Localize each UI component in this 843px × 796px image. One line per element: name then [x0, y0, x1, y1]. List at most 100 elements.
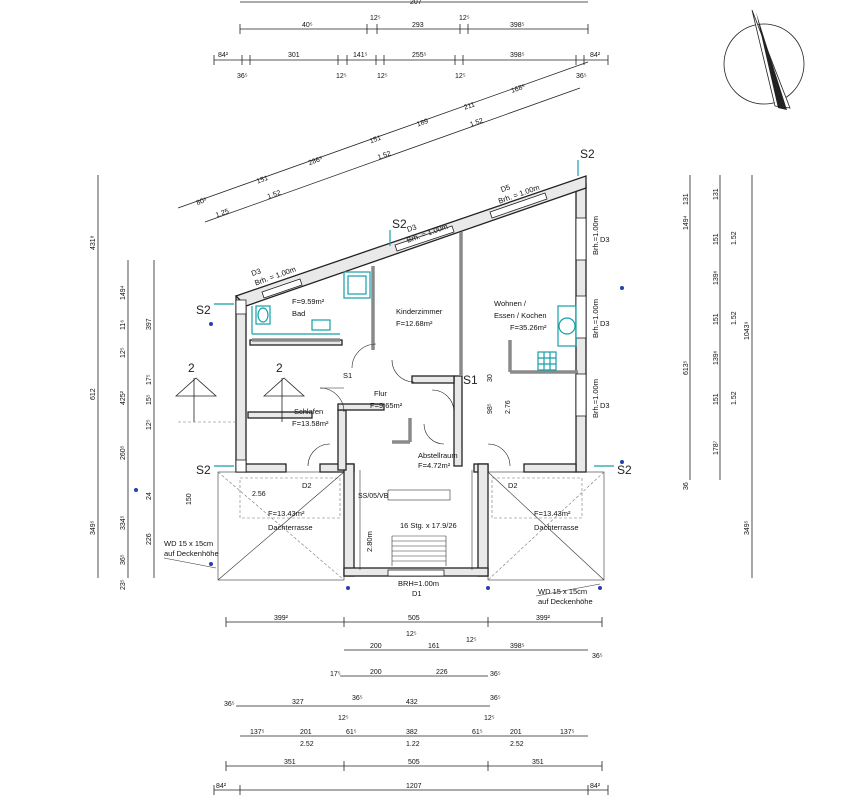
- window-code: D2: [302, 481, 312, 490]
- plumbing-markers: [134, 286, 624, 590]
- dim-text: 1.52: [469, 117, 484, 128]
- dim-text: 84²: [218, 52, 229, 59]
- dim-text: 432: [406, 699, 418, 706]
- dim-text: 260⁵: [120, 445, 127, 460]
- dim-text: 1.22: [406, 741, 420, 748]
- dim-text: 23⁵: [120, 579, 127, 590]
- dim-text: 12⁵: [338, 715, 349, 722]
- dim-text: 30: [487, 374, 494, 382]
- room-name: Bad: [292, 309, 305, 318]
- window-code: D3: [600, 235, 610, 244]
- room-area: F=13.43m²: [268, 509, 305, 518]
- dim-text: 1207: [406, 783, 422, 790]
- dim-text: 189: [416, 118, 429, 129]
- dim-text: 36⁵: [352, 695, 363, 702]
- room-area: F=12.68m²: [396, 319, 433, 328]
- dim-text: 61⁵: [472, 729, 483, 736]
- dim-text: 84²: [590, 52, 601, 59]
- room-area: F=4.72m²: [418, 461, 451, 470]
- window-code: D5: [499, 182, 511, 194]
- diagonal-dimensions: 80⁵ 151 286⁵ 151 189 211 168⁵ 1.25 1.52 …: [177, 61, 589, 223]
- dim-text: 201: [300, 729, 312, 736]
- dim-text: 351: [532, 759, 544, 766]
- dim-text: 1.25: [215, 208, 230, 219]
- dim-text: 293: [412, 22, 424, 29]
- dim-text: 12⁵: [146, 419, 153, 430]
- dim-text: 201: [510, 729, 522, 736]
- dim-text: 255⁵: [412, 52, 427, 59]
- dim-text: 431⁸: [90, 235, 97, 250]
- s2-marker: S2: [580, 147, 595, 161]
- dim-text: 2.52: [300, 741, 314, 748]
- dim-text: 613⁵: [683, 360, 690, 375]
- dim-text: 425²: [120, 390, 127, 405]
- section-markers: 2 2: [174, 361, 306, 423]
- dim-text: 2.52: [510, 741, 524, 748]
- dim-text: 2.76: [505, 400, 512, 414]
- dim-text: 61⁵: [346, 729, 357, 736]
- room-area: F=9.65m²: [370, 401, 403, 410]
- window-code: D3: [600, 319, 610, 328]
- dim-text: 12⁵: [455, 73, 466, 80]
- dim-text: 141⁵: [353, 52, 368, 59]
- s1-marker: S1: [463, 373, 478, 387]
- dim-text: 397: [146, 318, 153, 330]
- dim-text: 1.52: [267, 190, 282, 201]
- dim-text: 84²: [590, 783, 601, 790]
- dim-text: 131: [713, 188, 720, 200]
- window-code: D3: [250, 266, 262, 278]
- dim-text: 151: [256, 175, 269, 186]
- dim-text: 399²: [536, 615, 551, 622]
- dim-text: 40⁵: [302, 22, 313, 29]
- stair-note: SS/05/VB: [358, 493, 389, 500]
- dim-text: 161: [428, 643, 440, 650]
- s2-marker: S2: [617, 463, 632, 477]
- dim-text: 612: [90, 388, 97, 400]
- hatch-note: 2.56: [252, 491, 266, 498]
- wd-notes: WD 15 x 15cm auf Deckenhöhe WD 15 x 15cm…: [163, 539, 601, 606]
- room-name: Dachterrasse: [534, 523, 579, 532]
- dim-text: 12⁵: [484, 715, 495, 722]
- wd-note: WD 15 x 15cm: [164, 539, 213, 548]
- bathroom-fixtures: [251, 271, 577, 371]
- dim-text: 36⁵: [237, 73, 248, 80]
- dim-text: 1043⁹: [744, 321, 751, 340]
- dim-text: 505: [408, 615, 420, 622]
- room-area: F=13.43m²: [534, 509, 571, 518]
- dim-text: 84²: [216, 783, 227, 790]
- dim-text: 398⁵: [510, 643, 525, 650]
- window-code: D1: [412, 589, 422, 598]
- left-dimensions: 431⁸ 612 349⁵ 149⁴ 11⁶ 12⁵ 425² 260⁵ 334…: [90, 175, 193, 590]
- section-label: 2: [276, 361, 283, 375]
- room-name: Kinderzimmer: [396, 307, 443, 316]
- dim-text: 398⁵: [510, 22, 525, 29]
- dim-text: 398⁵: [510, 52, 525, 59]
- dim-text: 139⁶: [713, 350, 720, 365]
- dim-text: 505: [408, 759, 420, 766]
- window-sill: Brh.=1.00m: [591, 379, 600, 418]
- dim-text: 207: [410, 0, 422, 6]
- room-area: F=9.59m²: [292, 297, 325, 306]
- dim-text: 12⁵: [406, 631, 417, 638]
- room-name: Abstellraum: [418, 451, 458, 460]
- dim-text: 351: [284, 759, 296, 766]
- dim-text: 1.52: [731, 311, 738, 325]
- section-label: 2: [188, 361, 195, 375]
- dim-text: 226: [146, 533, 153, 545]
- dim-text: 151: [713, 393, 720, 405]
- wd-note: WD 15 x 15cm: [538, 587, 587, 596]
- dim-text: 151: [713, 233, 720, 245]
- terraces: [217, 471, 605, 581]
- dim-text: 11⁶: [120, 320, 127, 330]
- dim-text: 12⁵: [459, 15, 470, 22]
- dim-text: 36: [683, 482, 690, 490]
- dim-text: 131: [683, 193, 690, 205]
- dim-text: 334⁵: [120, 515, 127, 530]
- windows: [235, 192, 587, 577]
- room-name: Essen / Kochen: [494, 311, 547, 320]
- dim-text: 211: [463, 101, 476, 111]
- dim-text: 12⁵: [336, 73, 347, 80]
- interior-partitions: [252, 232, 578, 444]
- s2-marker: S2: [196, 303, 211, 317]
